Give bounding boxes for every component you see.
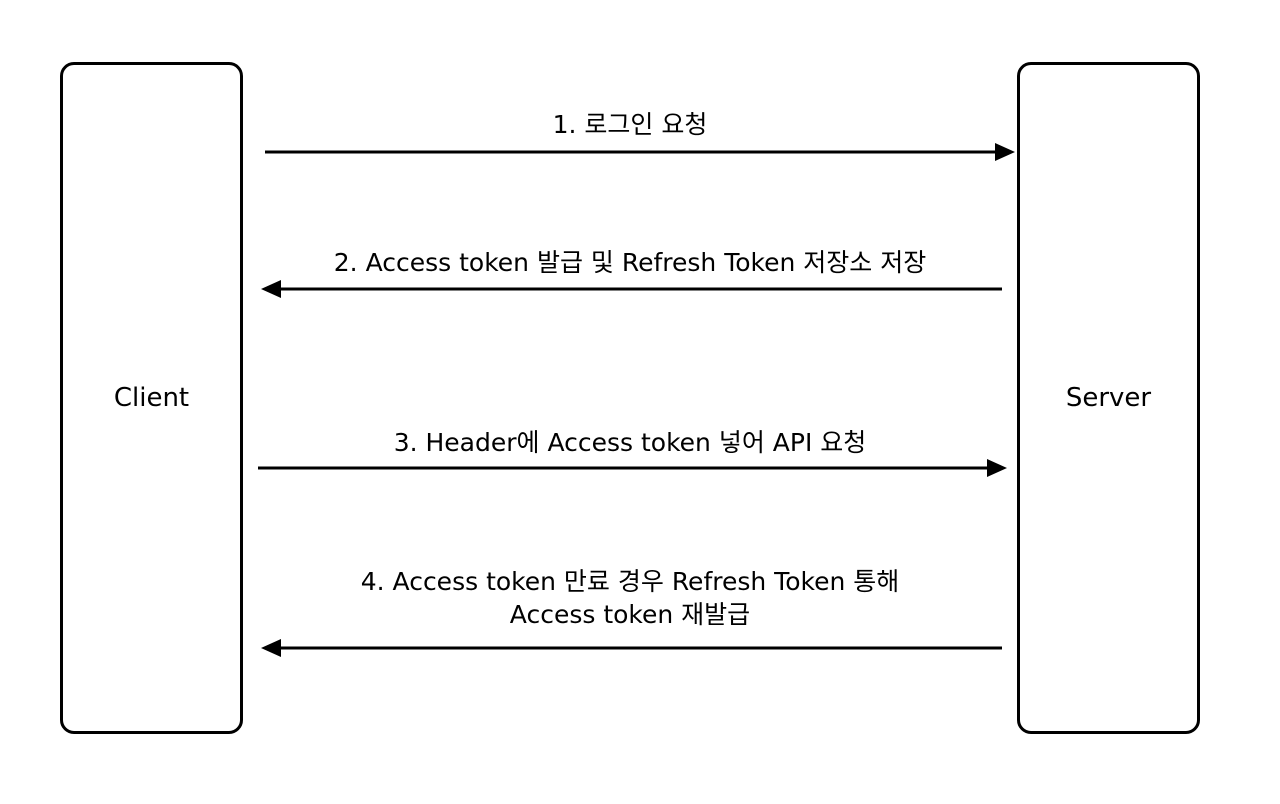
message-2-label: 2. Access token 발급 및 Refresh Token 저장소 저… <box>250 246 1010 279</box>
client-actor-label: Client <box>113 383 190 413</box>
message-4-line-1: 4. Access token 만료 경우 Refresh Token 통해 <box>360 567 900 596</box>
message-4-arrow <box>261 639 1002 657</box>
message-1-line-1: 1. 로그인 요청 <box>552 110 708 139</box>
message-4-label: 4. Access token 만료 경우 Refresh Token 통해 A… <box>250 565 1010 631</box>
server-actor-label: Server <box>1065 383 1152 413</box>
message-4-line-2: Access token 재발급 <box>509 600 751 629</box>
message-3-arrow <box>258 459 1007 477</box>
message-1-label: 1. 로그인 요청 <box>250 108 1010 141</box>
message-1-arrowhead <box>995 143 1015 161</box>
message-3-label: 3. Header에 Access token 넣어 API 요청 <box>250 426 1010 459</box>
message-4-arrowhead <box>261 639 281 657</box>
message-1-arrow <box>265 143 1015 161</box>
message-2-arrowhead <box>261 280 281 298</box>
client-actor-box: Client <box>60 62 243 734</box>
server-actor-box: Server <box>1017 62 1200 734</box>
message-2-arrow <box>261 280 1002 298</box>
message-2-line-1: 2. Access token 발급 및 Refresh Token 저장소 저… <box>333 248 927 277</box>
message-3-line-1: 3. Header에 Access token 넣어 API 요청 <box>393 428 867 457</box>
message-3-arrowhead <box>987 459 1007 477</box>
